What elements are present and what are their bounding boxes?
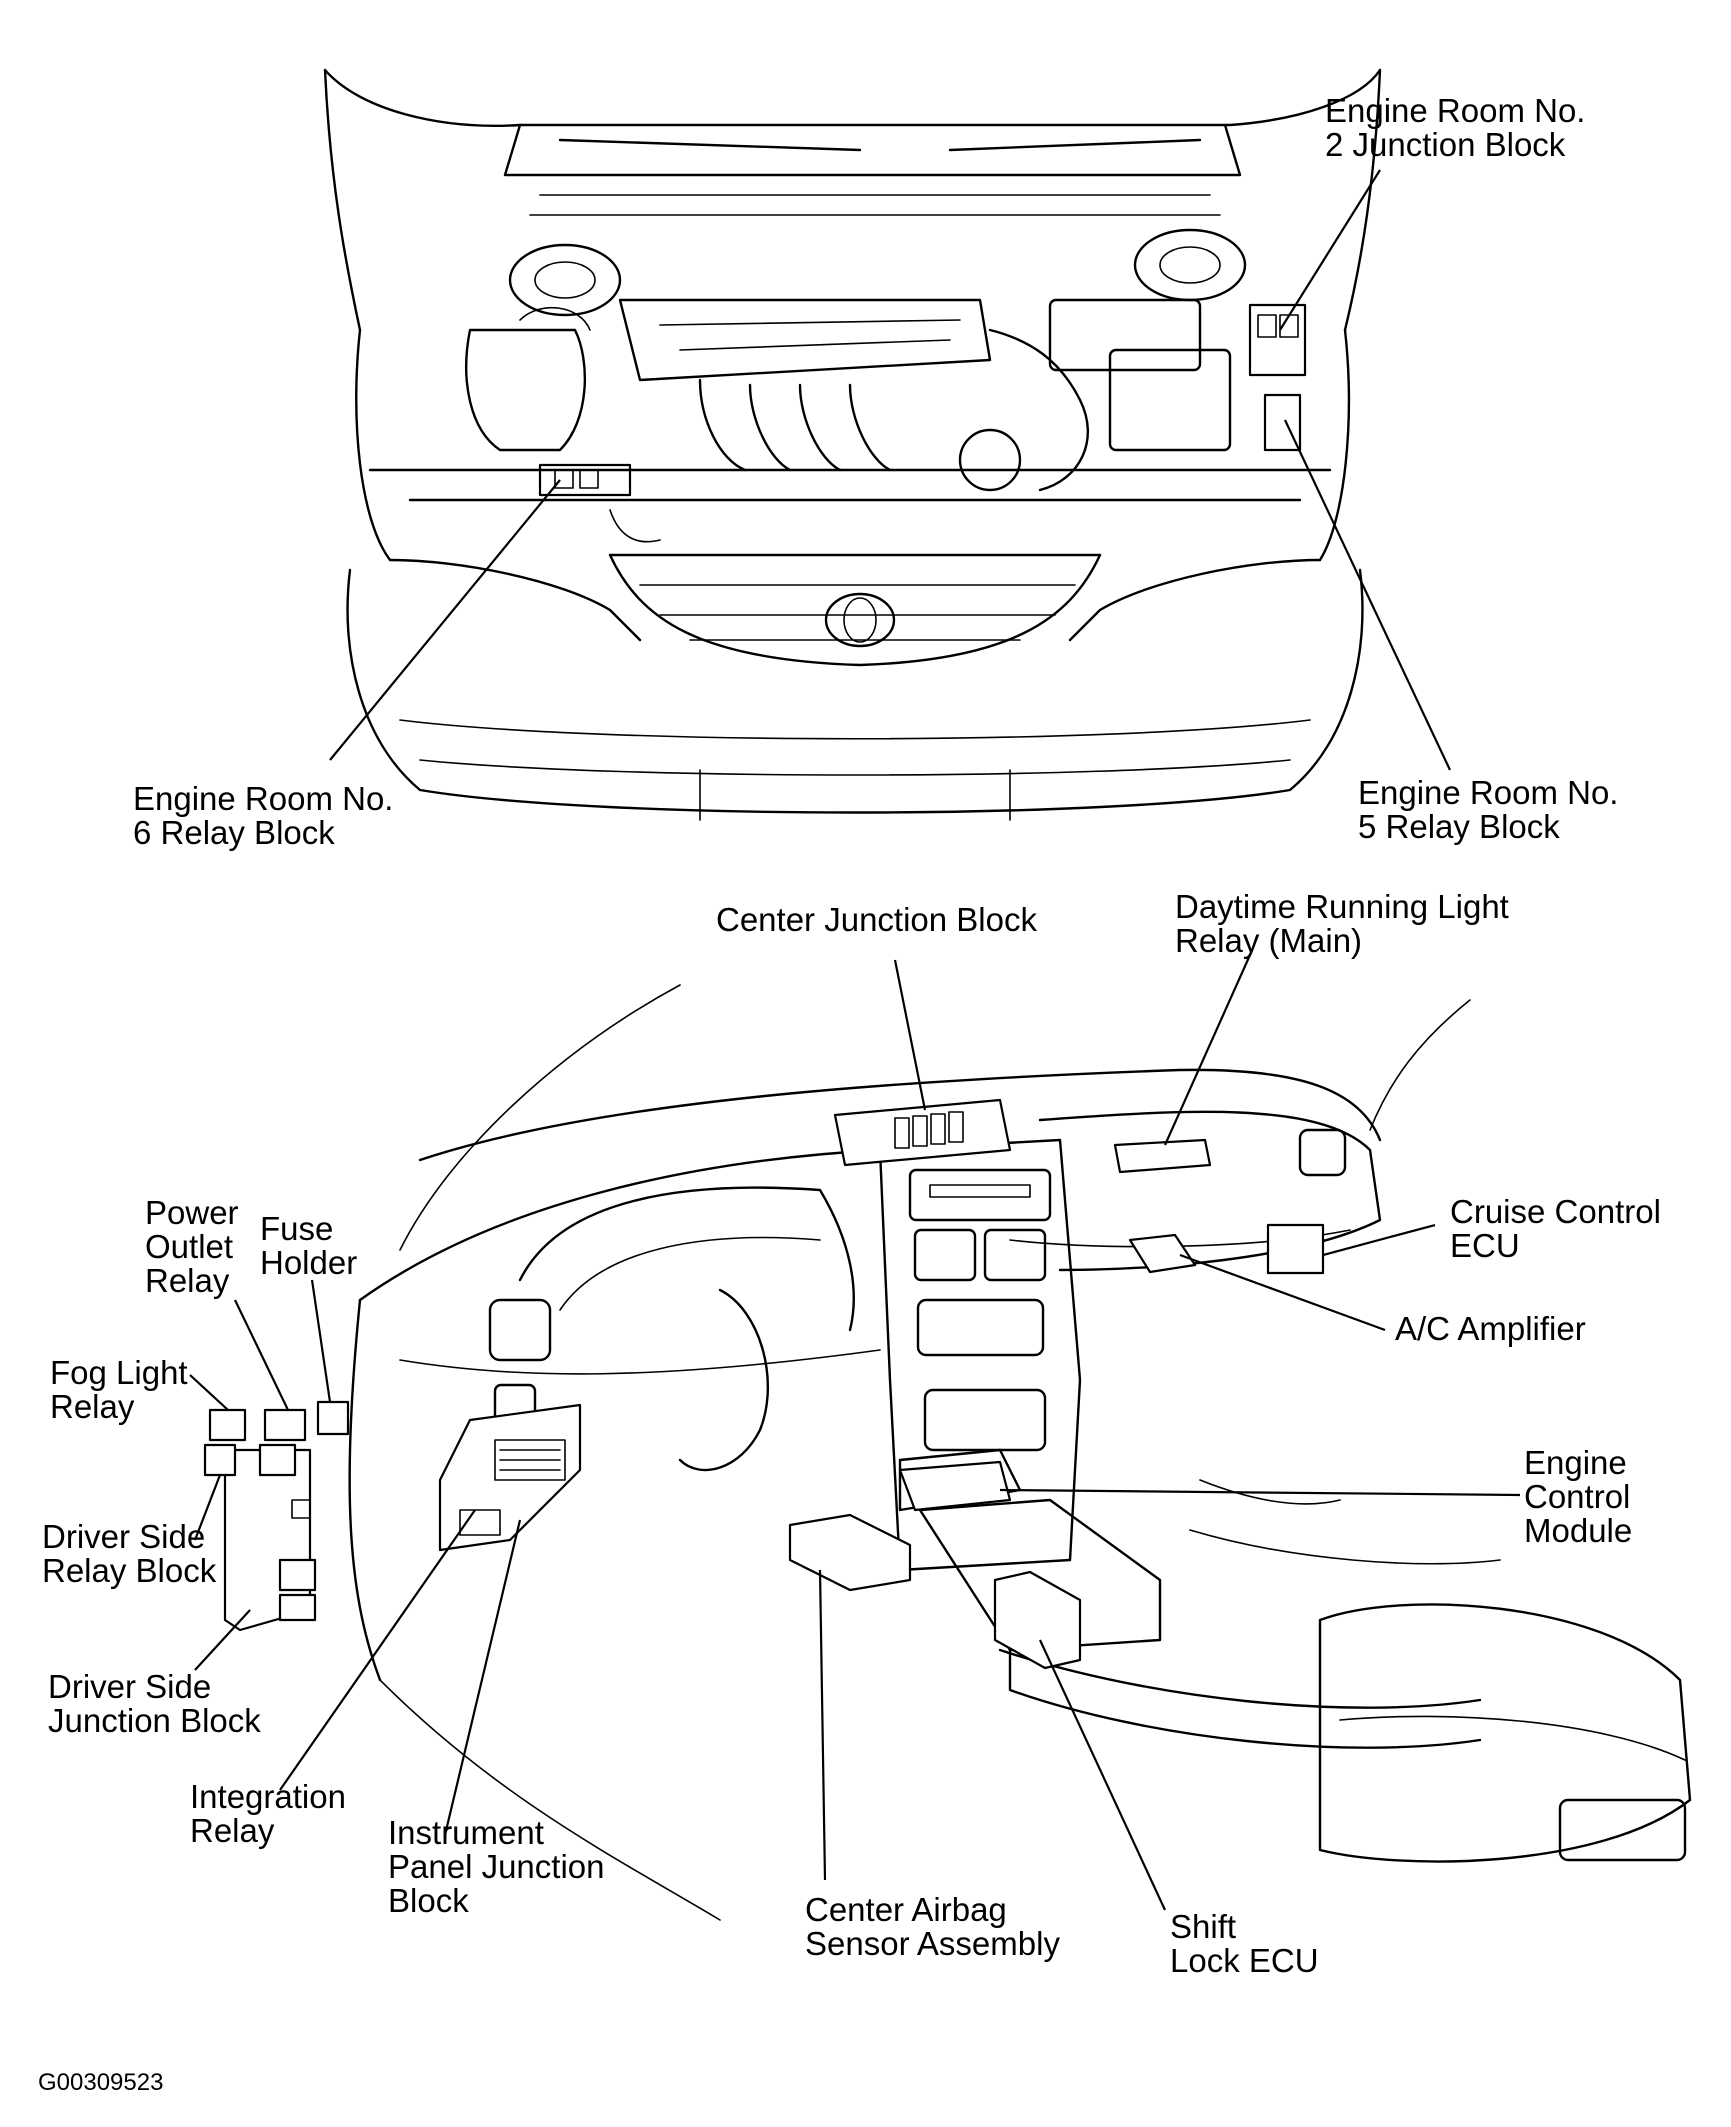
label-engine-room-no6-relay-block: Engine Room No. 6 Relay Block xyxy=(133,780,394,851)
label-cruise-control-ecu: Cruise Control ECU xyxy=(1450,1193,1661,1264)
label-engine-room-no5-relay-block: Engine Room No. 5 Relay Block xyxy=(1358,774,1619,845)
label-daytime-running-light-relay: Daytime Running Light Relay (Main) xyxy=(1175,888,1509,959)
label-fog-light-relay: Fog Light Relay xyxy=(50,1354,188,1425)
label-fuse-holder: Fuse Holder xyxy=(260,1210,358,1281)
label-driver-side-relay-block: Driver Side Relay Block xyxy=(42,1518,217,1589)
label-engine-room-no2-junction-block: Engine Room No. 2 Junction Block xyxy=(1325,92,1586,163)
label-power-outlet-relay: Power Outlet Relay xyxy=(145,1194,239,1299)
label-center-junction-block: Center Junction Block xyxy=(716,901,1037,938)
label-driver-side-junction-block: Driver Side Junction Block xyxy=(48,1668,261,1739)
figure-code: G00309523 xyxy=(38,2069,164,2096)
label-engine-control-module: Engine Control Module xyxy=(1524,1444,1633,1549)
leader-lines xyxy=(189,169,1521,1911)
instrument-panel-drawing xyxy=(203,984,1692,1921)
label-integration-relay: Integration Relay xyxy=(190,1778,346,1849)
label-ac-amplifier: A/C Amplifier xyxy=(1395,1310,1586,1347)
label-shift-lock-ecu: Shift Lock ECU xyxy=(1170,1908,1319,1979)
label-instrument-panel-junction-block: Instrument Panel Junction Block xyxy=(388,1814,605,1919)
label-center-airbag-sensor-assembly: Center Airbag Sensor Assembly xyxy=(805,1891,1060,1962)
engine-compartment-drawing xyxy=(323,68,1382,821)
